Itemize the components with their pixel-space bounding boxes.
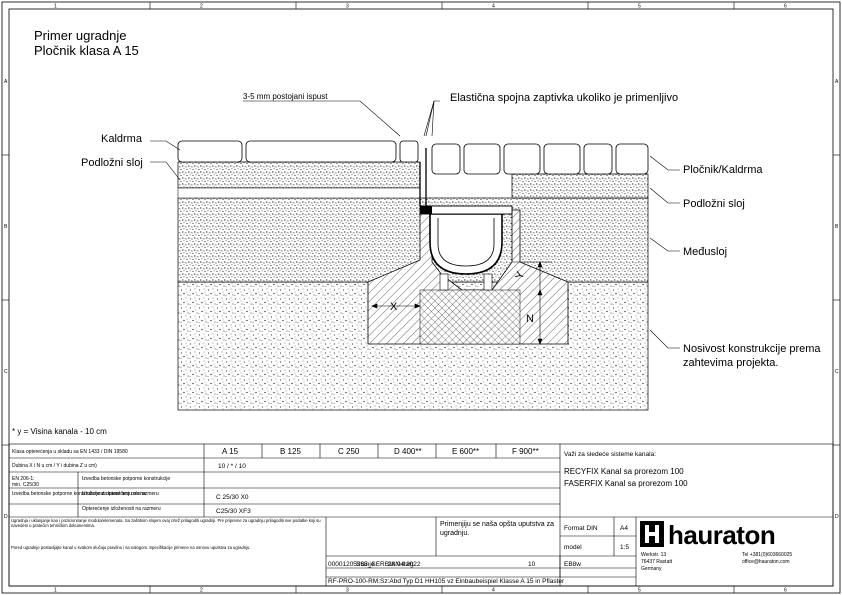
email: office@hauraton.com (742, 559, 790, 565)
col-number: 5 (638, 4, 641, 10)
channel-grate (419, 205, 513, 215)
bedding-right (511, 173, 649, 199)
col-number: 6 (784, 4, 787, 10)
system-1: RECYFIX Kanal sa prorezom 100 (564, 467, 684, 476)
table-row3-label-b: min. C25/30 (12, 482, 39, 488)
file-name: 00001205265_SERBIAN.dwg (328, 561, 414, 568)
cross-section (177, 140, 649, 411)
slot-frame (419, 148, 427, 206)
class-e600: E 600** (452, 447, 479, 456)
right-interlayer-label: Međusloj (683, 246, 727, 258)
disclaimer-1: Ugradnja i uklanjanje kao i pozicioniran… (11, 518, 321, 528)
concrete-core (419, 289, 521, 345)
table-row2-label: Dubina X i N u cm / Y i dubina Z u cm) (12, 463, 97, 469)
row-letter: A (835, 79, 839, 85)
bedding-left (177, 161, 421, 189)
systems-title: Važi za sledeće sisteme kanala: (564, 451, 656, 458)
border-row-letters: A B C D A B C D (4, 79, 839, 520)
pavers-right (431, 143, 649, 175)
telephone: Tel +381(0)603660025 (742, 552, 792, 558)
right-load-label-1: Nosivost konstrukcije prema (683, 343, 821, 355)
dim-n-label: N (526, 313, 534, 325)
address-2: 76437 Rastatt (641, 559, 673, 565)
class-b125: B 125 (280, 447, 301, 456)
address-3: Germany (641, 566, 662, 572)
table-row4-value: C 25/30 X0 (216, 494, 249, 501)
class-f900: F 900** (512, 447, 539, 456)
col-number: 5 (638, 588, 641, 594)
table-row1-label: Klasa opterećenja u skladu sa EN 1433 / … (12, 449, 128, 455)
row-letter: D (4, 514, 8, 520)
dimension-y (512, 261, 552, 290)
address-1: Werkstr. 13 (641, 552, 666, 558)
table-row2-value: 10 / * / 10 (218, 463, 246, 470)
drawing-number: RF-PRO-100-RM:Sz:Abd Typ D1 HH105 vz Ein… (328, 578, 565, 585)
right-load-label-2: zahtevima projekta. (683, 357, 778, 369)
pavers-left (177, 140, 419, 163)
language-code: EB8w (564, 561, 581, 568)
model-label: model (564, 544, 582, 551)
table-row4-label-b: Izloženost opterećenju na razmeru (82, 491, 159, 497)
status-label: Stanje (356, 561, 375, 568)
dim-x-label: X (390, 301, 398, 313)
table-row5-label: Opterećenje izloženosti na razmeru (82, 506, 161, 512)
col-number: 3 (346, 4, 349, 10)
company-name: hauraton (668, 520, 775, 550)
disclaimer-2: Pored ugradnje postavljajte kanal u svak… (11, 545, 251, 550)
left-bedding-label: Podložni sloj (81, 157, 143, 169)
right-paving-label: Pločnik/Kaldrma (683, 164, 763, 176)
spec-table (8, 443, 834, 587)
col-number: 1 (54, 588, 57, 594)
format-value: A4 (620, 525, 628, 532)
footnote: * y = Visina kanala - 10 cm (12, 427, 107, 436)
col-number: 1 (54, 4, 57, 10)
row-letter: B (4, 224, 8, 230)
index: 10 (528, 561, 536, 568)
col-number: 4 (492, 588, 495, 594)
table-row3-label-c: Izvedba betonske potporne konstrukcije (82, 476, 170, 482)
table-row5-value: C25/30 XF3 (216, 508, 251, 515)
hauraton-logo: hauraton (640, 520, 776, 550)
row-letter: A (4, 79, 8, 85)
row-letter: C (835, 369, 839, 375)
row-letter: B (835, 224, 839, 230)
table-row3-label-a: EN 206-1: (12, 476, 35, 482)
left-paving-label: Kaldrma (101, 133, 143, 145)
col-number: 2 (200, 588, 203, 594)
right-bedding-label: Podložni sloj (683, 198, 745, 210)
base-band-left (177, 187, 421, 199)
gap-label: 3-5 mm postojani ispust (243, 92, 328, 101)
class-a15: A 15 (222, 447, 239, 456)
table-row4-label-a: Izvedba betonske potporne konstrukcije z… (12, 491, 146, 497)
drawing-title-line2: Pločnik klasa A 15 (34, 43, 139, 58)
dimension-n (537, 289, 543, 345)
class-c250: C 250 (338, 447, 360, 456)
seal-label: Elastična spojna zaptivka ukoliko je pri… (450, 92, 678, 104)
row-letter: C (4, 369, 8, 375)
leader-lines (150, 100, 680, 349)
channel-inner (437, 218, 495, 267)
date: 28.04.2022 (388, 561, 421, 568)
model-value: 1:5 (620, 544, 629, 551)
dimension-x (371, 303, 421, 309)
col-number: 4 (492, 4, 495, 10)
col-number: 3 (346, 588, 349, 594)
border-column-numbers: 1 2 3 4 5 6 1 2 3 4 5 6 (54, 4, 787, 594)
system-2: FASERFIX Kanal sa prorezom 100 (564, 479, 688, 488)
col-number: 6 (784, 588, 787, 594)
col-number: 2 (200, 4, 203, 10)
class-d400: D 400** (394, 447, 422, 456)
drainage-channel (429, 213, 503, 275)
drawing-title-line1: Primer ugradnje (34, 28, 127, 43)
format-label: Format DIN (564, 525, 598, 532)
dim-y-label: Y (514, 269, 528, 281)
installation-note: Primenjiju se naša opšta uputstva za ugr… (440, 521, 554, 537)
row-letter: D (835, 514, 839, 520)
